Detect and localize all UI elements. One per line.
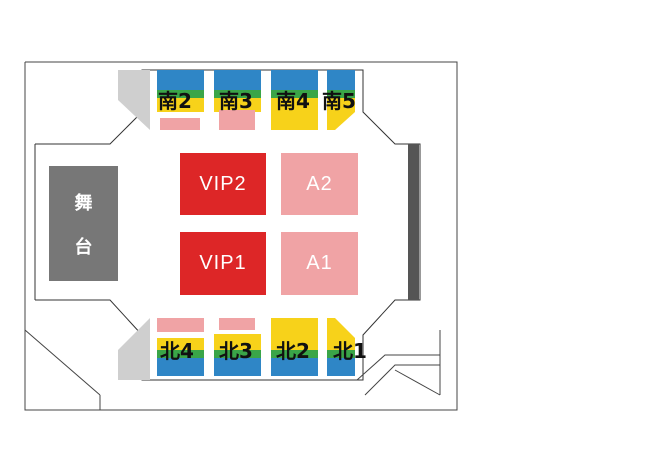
zone-vip2[interactable]: VIP2 <box>180 153 266 215</box>
stage-char-1: 舞 <box>74 192 93 214</box>
block-south-5[interactable]: 南5 <box>322 89 356 113</box>
stage-char-2: 台 <box>74 236 93 258</box>
zone-a2[interactable]: A2 <box>281 153 358 215</box>
zone-vip1[interactable]: VIP1 <box>180 232 266 295</box>
block-north-3[interactable]: 北3 <box>219 339 253 363</box>
stage: 舞 台 <box>49 166 118 281</box>
block-north-1[interactable]: 北1 <box>333 339 367 363</box>
block-south-3[interactable]: 南3 <box>219 89 253 113</box>
block-south-4[interactable]: 南4 <box>276 89 310 113</box>
zone-vip2-label: VIP2 <box>199 172 247 195</box>
zone-vip1-label: VIP1 <box>199 252 247 274</box>
zone-a1-label: A1 <box>306 252 333 274</box>
block-north-2[interactable]: 北2 <box>276 339 310 363</box>
zone-a1[interactable]: A1 <box>281 232 358 295</box>
block-south-2[interactable]: 南2 <box>158 89 192 113</box>
south-blocks-graphics <box>157 70 355 130</box>
zone-a2-label: A2 <box>306 172 333 195</box>
block-north-4[interactable]: 北4 <box>160 339 194 363</box>
north-blocks-graphics <box>157 318 355 376</box>
